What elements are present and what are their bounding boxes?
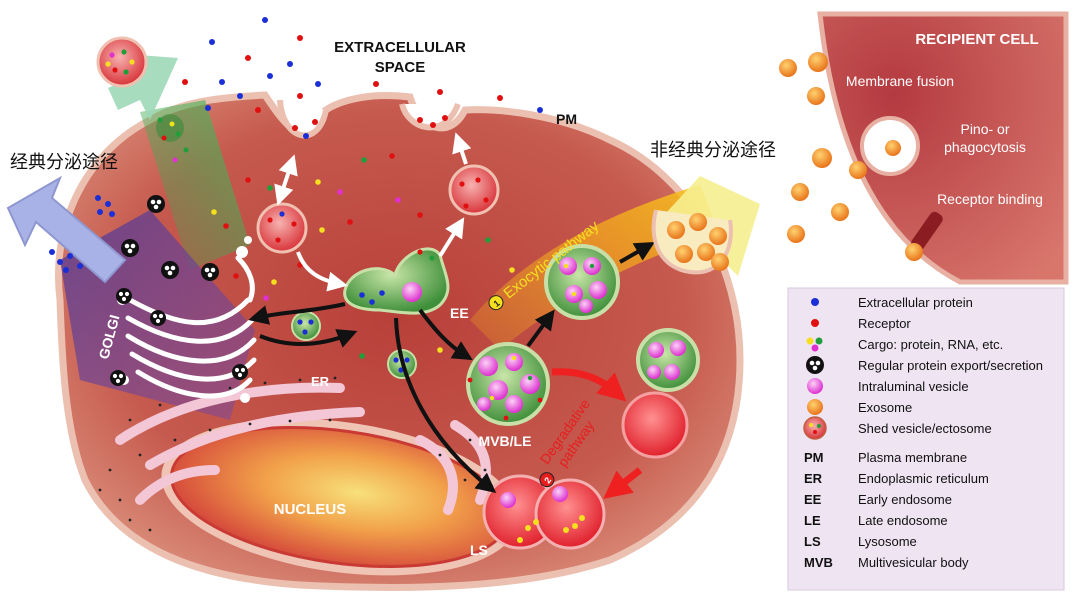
endocytic-vesicle-left bbox=[256, 202, 308, 254]
legend-key: MVB bbox=[804, 555, 833, 570]
bound-exosome bbox=[905, 243, 923, 261]
legend-row: Exosome bbox=[807, 399, 912, 415]
pm-label: PM bbox=[556, 111, 577, 127]
legend-key: ER bbox=[804, 471, 823, 486]
degradative-number: 2 bbox=[542, 475, 553, 485]
legend-row: Intraluminal vesicle bbox=[807, 378, 969, 394]
legend-row: Receptor bbox=[811, 316, 911, 331]
legend-text: Multivesicular body bbox=[858, 555, 969, 570]
legend-row: EE Early endosome bbox=[804, 492, 952, 507]
extracellular-particles bbox=[182, 17, 543, 113]
legend-text: Late endosome bbox=[858, 513, 948, 528]
mvb-right bbox=[636, 328, 700, 392]
endoplasmic-reticulum bbox=[115, 382, 491, 515]
blue-dot-icon bbox=[811, 298, 819, 306]
classical-route-arrow bbox=[6, 175, 127, 284]
mvb-le-label: MVB/LE bbox=[479, 433, 532, 449]
secretion-granules bbox=[110, 195, 248, 386]
red-dot-icon bbox=[811, 319, 819, 327]
legend-row: PM Plasma membrane bbox=[804, 450, 967, 465]
transport-vesicle-a bbox=[291, 311, 321, 341]
extracellular-label-line1: EXTRACELLULAR bbox=[334, 39, 466, 56]
shed-vesicle-arrow bbox=[100, 52, 178, 120]
legend-text: Exosome bbox=[858, 400, 912, 415]
legend-text: Extracellular protein bbox=[858, 295, 973, 310]
red-arrows bbox=[551, 368, 643, 499]
lysosome-precursor bbox=[621, 391, 689, 459]
legend-text: Shed vesicle/ectosome bbox=[858, 421, 992, 436]
legend-row: Regular protein export/secretion bbox=[806, 356, 1043, 374]
receptor-stalk bbox=[911, 211, 943, 251]
ee-label: EE bbox=[450, 305, 469, 321]
early-endosome bbox=[343, 247, 450, 315]
recipient-cell-title: RECIPIENT CELL bbox=[915, 31, 1038, 48]
recipient-cell: RECIPIENT CELL Membrane fusion Pino- or … bbox=[817, 11, 1069, 285]
recycling-vesicle bbox=[448, 164, 500, 216]
black-arrows bbox=[248, 242, 655, 493]
secretion-band bbox=[140, 100, 250, 270]
legend-row: Extracellular protein bbox=[811, 295, 973, 310]
endocytic-pits bbox=[277, 99, 461, 139]
legend-key: LE bbox=[804, 513, 821, 528]
legend-row: Shed vesicle/ectosome bbox=[803, 416, 992, 440]
ls-label: LS bbox=[470, 542, 488, 558]
nucleus-label: NUCLEUS bbox=[274, 501, 347, 518]
legend-key: LS bbox=[804, 534, 821, 549]
legend-text: Endoplasmic reticulum bbox=[858, 471, 989, 486]
legend-row: LS Lysosome bbox=[804, 534, 917, 549]
legend-text: Early endosome bbox=[858, 492, 952, 507]
mvb-exocytic bbox=[544, 244, 620, 320]
classical-route-label: 经典分泌途径 bbox=[10, 152, 118, 172]
pino-label-line1: Pino- or bbox=[960, 121, 1009, 137]
legend-text: Cargo: protein, RNA, etc. bbox=[858, 337, 1003, 352]
legend-key: EE bbox=[804, 492, 822, 507]
legend-row: ER Endoplasmic reticulum bbox=[804, 471, 989, 486]
legend-text: Intraluminal vesicle bbox=[858, 379, 969, 394]
legend-key: PM bbox=[804, 450, 824, 465]
legend-text: Plasma membrane bbox=[858, 450, 967, 465]
membrane-fusion-label: Membrane fusion bbox=[846, 73, 954, 89]
legend-row: Cargo: protein, RNA, etc. bbox=[806, 337, 1003, 352]
legend-text: Receptor bbox=[858, 316, 911, 331]
engulfed-exosome bbox=[885, 140, 901, 156]
intraluminal-vesicle-icon bbox=[807, 378, 823, 394]
er-label: ER bbox=[311, 374, 330, 389]
cargo-dots-icon bbox=[806, 337, 823, 352]
nucleus: NUCLEUS bbox=[161, 418, 519, 576]
secretion-granule-icon bbox=[806, 356, 824, 374]
shed-vesicle bbox=[96, 36, 148, 88]
legend-row: LE Late endosome bbox=[804, 513, 948, 528]
legend-row: MVB Multivesicular body bbox=[804, 555, 969, 570]
exosome-release-pocket bbox=[651, 209, 733, 275]
lysosome bbox=[482, 474, 606, 550]
legend-text: Lysosome bbox=[858, 534, 917, 549]
exocytic-number: 1 bbox=[492, 298, 502, 309]
released-exosomes bbox=[779, 52, 867, 243]
exosome-icon bbox=[807, 399, 823, 415]
receptor-binding-label: Receptor binding bbox=[937, 191, 1043, 207]
budding-vesicle bbox=[156, 114, 189, 163]
pino-label-line2: phagocytosis bbox=[944, 139, 1026, 155]
classical-secreted-proteins bbox=[49, 195, 115, 273]
extracellular-label-line2: SPACE bbox=[375, 59, 426, 76]
nonclassical-route-label: 非经典分泌途径 bbox=[650, 140, 776, 160]
white-arrows bbox=[274, 132, 472, 292]
legend-text: Regular protein export/secretion bbox=[858, 358, 1043, 373]
shed-vesicle-icon bbox=[803, 416, 827, 440]
multivesicular-body bbox=[466, 342, 550, 426]
